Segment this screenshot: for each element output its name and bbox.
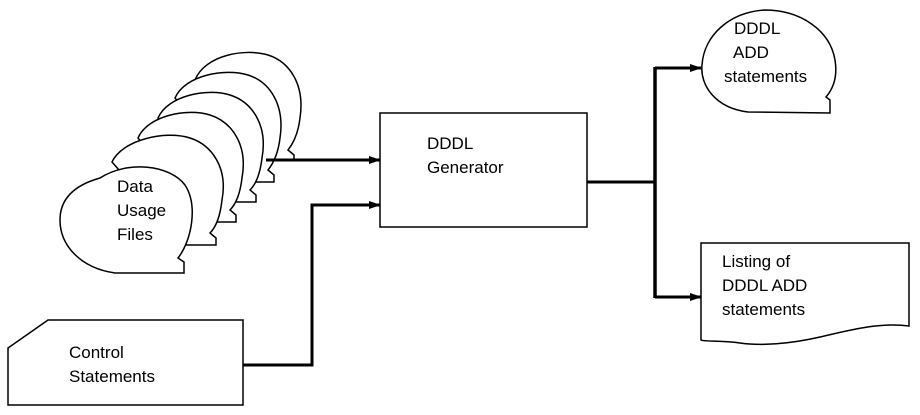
listing-line-2: DDDL ADD — [722, 276, 808, 295]
control-statements-label: Control Statements — [69, 341, 155, 389]
listing-label: Listing of DDDL ADD statements — [722, 250, 807, 322]
dddl-add-statements-label: DDDL ADD statements — [724, 17, 807, 89]
dddl-add-line-3: statements — [724, 67, 808, 86]
listing-document-shape — [700, 242, 910, 346]
dddl-generator-label: DDDL Generator — [427, 132, 504, 180]
edge-control-to-generator — [243, 201, 381, 367]
data-usage-files-stack — [59, 51, 302, 274]
dddl-generator-box — [379, 112, 588, 228]
control-statements-line-1: Control — [69, 343, 124, 362]
control-statements-shape — [7, 319, 244, 406]
data-usage-files-line-3: Files — [117, 225, 153, 244]
dddl-add-line-2: ADD — [733, 43, 769, 62]
file-shape-1 — [59, 166, 193, 274]
control-statements-line-2: Statements — [69, 367, 155, 386]
dddl-add-line-1: DDDL — [734, 19, 781, 38]
data-usage-files-label: Data Usage Files — [117, 175, 166, 247]
data-usage-files-line-1: Data — [117, 177, 153, 196]
data-usage-files-line-2: Usage — [117, 201, 167, 220]
dddl-generator-line-2: Generator — [427, 158, 504, 177]
listing-line-3: statements — [722, 300, 806, 319]
listing-line-1: Listing of — [722, 252, 791, 271]
dddl-generator-line-1: DDDL — [427, 134, 474, 153]
dddl-add-statements-shape — [701, 9, 837, 114]
